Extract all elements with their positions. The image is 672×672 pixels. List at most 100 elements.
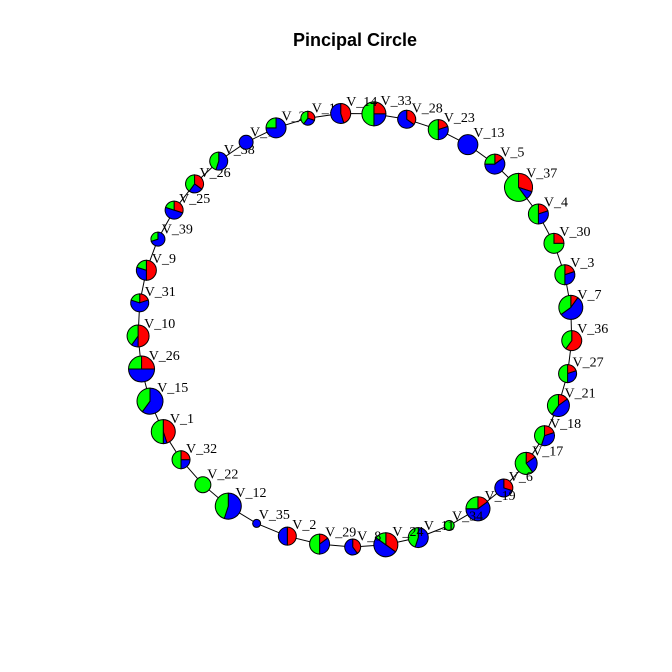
pie-slice [126,324,139,346]
pie-slice [554,264,566,286]
pie-slice [465,501,491,522]
node-label: V_14 [346,95,377,110]
pie-slice [373,537,397,558]
node-label: V_33 [381,94,412,109]
pie-slice [277,526,288,546]
node-label: V_3 [570,256,594,271]
pie-node: V_5 [484,146,524,175]
node-label: V_30 [559,225,590,240]
pie-slice [484,153,496,165]
pie-node: V_14 [330,95,377,124]
pie-slice [128,368,156,383]
pie-slice [141,387,164,415]
pie-slice [565,330,583,352]
pie-slice [185,174,196,192]
node-label: V_26 [149,349,180,364]
pie-slice [136,387,151,413]
pie-slice [180,459,191,470]
node-label: V_5 [500,146,524,161]
pie-slice [164,200,175,211]
pie-node: V_35 [252,508,290,528]
pie-node: V_32 [171,442,217,470]
node-label: V_26 [200,166,231,181]
node-label: V_17 [532,444,563,459]
node-label: V_23 [444,111,475,126]
pie-node: V_2 [277,518,316,546]
pie-slice [136,259,147,271]
pie-node: V_34 [443,510,483,531]
pie-slice [130,293,141,304]
pie-node: V_26 [185,166,231,194]
pie-slice [340,102,352,124]
node-label: V_37 [526,167,557,182]
pie-node: V_30 [543,225,591,254]
pie-node: V_23 [427,111,475,141]
pie-node: V_13 [457,126,505,156]
node-label: V_34 [452,510,483,525]
pie-node: V_6 [494,470,533,498]
pie-slice [130,299,150,313]
pie-slice [561,330,573,350]
pie-slice [407,527,419,548]
pie-slice [309,533,321,555]
node-label: V_8 [357,530,381,545]
node-label: V_27 [573,356,604,371]
pie-slice [373,113,387,127]
pie-slice [560,297,584,320]
pie-node: V_8 [344,530,381,556]
pie-slice [361,101,375,127]
pie-slice [137,324,150,348]
pie-node: V_17 [514,444,563,475]
node-label: V_2 [292,518,316,533]
node-label: V_13 [473,126,504,141]
pie-node: V_10 [126,317,175,348]
pie-node: V_21 [546,387,596,417]
pie-slice [546,394,559,416]
pie-node: V_25 [164,192,210,220]
node-label: V_29 [325,526,356,541]
node-label: V_12 [235,486,266,501]
pie-slice [504,172,528,202]
pie-slice [465,496,479,510]
diagram-title: Pincipal Circle [293,30,417,50]
pie-slice [252,518,262,528]
pie-node: V_33 [361,94,412,127]
node-label: V_28 [412,101,443,116]
pie-slice [543,232,565,254]
node-label: V_22 [207,467,238,482]
node-label: V_9 [152,252,176,267]
pie-node: V_18 [534,417,581,447]
pie-slice [214,492,229,520]
pie-slice [514,451,534,475]
pie-slice [534,425,546,446]
pie-slice [194,476,212,494]
node-label: V_21 [565,387,596,402]
node-label: V_4 [544,196,568,211]
node-label: V_39 [162,222,193,237]
pie-slice [300,110,309,125]
pie-slice [443,519,455,531]
pie-slice [344,538,359,556]
pie-node: V_1 [150,412,194,445]
pie-slice [286,526,297,546]
pie-node: V_37 [504,167,557,202]
pie-slice [265,117,277,129]
pie-node: V_36 [561,322,608,352]
pie-node: V_22 [194,467,238,494]
pie-slice [494,478,513,498]
pie-slice [484,157,506,175]
pie-node: V_9 [135,252,176,281]
pie-slice [551,398,570,417]
pie-node: V_26 [128,349,180,383]
pie-slice [427,119,439,141]
pie-node: V_24 [373,525,424,558]
node-label: V_35 [259,508,290,523]
node-label: V_1 [170,412,194,427]
pie-slice [558,294,572,316]
pie-slice [527,203,539,225]
pie-slice [164,206,184,220]
node-label: V_6 [509,470,533,485]
pie-slice [330,102,345,124]
pie-slice [457,134,479,156]
pie-node: V_11 [407,519,454,549]
